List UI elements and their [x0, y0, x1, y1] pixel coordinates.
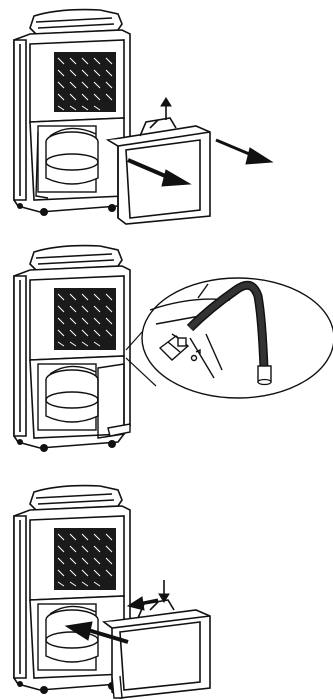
arrow-down-icon [158, 580, 170, 603]
compressor [37, 363, 99, 431]
step-1-remove-tank-illustration [0, 0, 333, 228]
empty-tank-bay [97, 363, 131, 439]
air-grille [54, 288, 116, 350]
step-3-svg [13, 484, 211, 699]
step-1-svg [13, 8, 274, 225]
hose-stub [111, 675, 123, 699]
arrow-pull-out-side-icon [215, 138, 274, 165]
wheels [17, 439, 116, 452]
wheels [17, 203, 116, 216]
arrow-push-in-icon [64, 621, 129, 644]
step-2-svg [13, 244, 333, 452]
arrow-push-small-icon [126, 596, 159, 611]
air-grille [54, 52, 116, 112]
arrow-up-icon [160, 97, 172, 120]
air-grille [54, 528, 116, 590]
water-tank [101, 599, 211, 699]
drain-hose [186, 280, 272, 386]
magnified-detail-circle [141, 277, 333, 399]
arrow-pull-out-icon [127, 158, 192, 187]
compressor [35, 125, 99, 199]
step-2-drain-hose-illustration [0, 238, 333, 460]
step-3-reinsert-tank-illustration [0, 476, 333, 700]
